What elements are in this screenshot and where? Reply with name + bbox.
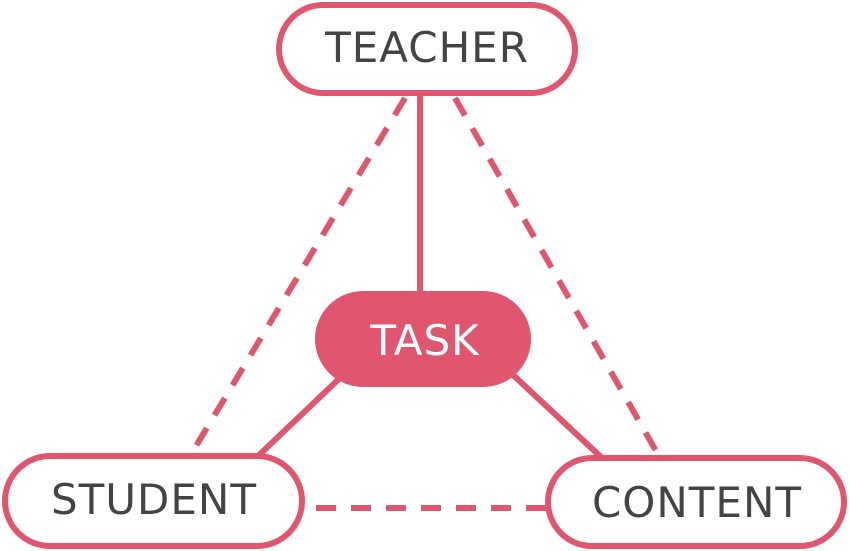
edge-task-student <box>253 373 345 461</box>
node-task: TASK <box>315 291 531 387</box>
node-student-label: STUDENT <box>51 475 257 524</box>
node-teacher-box <box>276 2 578 96</box>
node-student-box <box>2 453 305 549</box>
node-teacher: TEACHER <box>276 2 578 96</box>
edge-task-content <box>509 371 605 461</box>
node-content: CONTENT <box>545 455 847 549</box>
node-content-box <box>545 455 847 549</box>
edge-teacher-student-dashed <box>187 96 408 458</box>
node-task-box <box>315 291 531 387</box>
node-task-label: TASK <box>369 316 480 365</box>
edge-teacher-content-dashed <box>452 96 663 460</box>
node-content-label: CONTENT <box>592 478 802 527</box>
node-teacher-label: TEACHER <box>324 23 529 72</box>
node-student: STUDENT <box>2 453 305 549</box>
